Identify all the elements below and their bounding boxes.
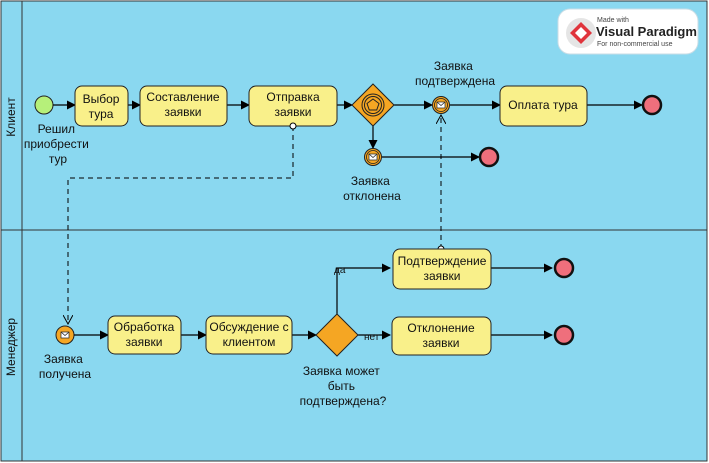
lane-label-manager: Менеджер bbox=[4, 318, 18, 377]
message-flow-request bbox=[68, 126, 293, 324]
lane-label-client: Клиент bbox=[4, 97, 18, 137]
svg-text:Visual Paradigm: Visual Paradigm bbox=[596, 24, 697, 39]
event-based-gateway bbox=[351, 83, 395, 127]
manager-end-event-rejected bbox=[553, 324, 575, 346]
flow-label-yes: да bbox=[334, 265, 346, 276]
event-rejected-icon bbox=[364, 148, 382, 166]
gateway-question-label: Заявка может быть подтверждена? bbox=[300, 364, 387, 408]
manager-start-event bbox=[55, 325, 75, 345]
client-end-event-paid bbox=[641, 94, 663, 116]
flow-label-no: нет bbox=[364, 332, 380, 343]
event-confirmed-label: Заявка подтверждена bbox=[415, 59, 495, 88]
event-confirmed-icon bbox=[432, 96, 450, 114]
svg-text:Оплата тура: Оплата тура bbox=[508, 98, 578, 112]
task-pay-tour: Оплата тура bbox=[499, 85, 588, 127]
svg-text:For non-commercial use: For non-commercial use bbox=[597, 41, 673, 48]
client-start-event bbox=[34, 95, 54, 115]
visual-paradigm-logo: Made with Visual Paradigm For non-commer… bbox=[557, 8, 699, 55]
exclusive-gateway bbox=[315, 313, 359, 357]
manager-start-label: Заявка получена bbox=[39, 352, 91, 381]
manager-end-event-confirmed bbox=[553, 257, 575, 279]
client-end-event-rejected bbox=[478, 146, 500, 168]
svg-text:Made with: Made with bbox=[597, 17, 629, 24]
event-rejected-label: Заявка отклонена bbox=[343, 174, 401, 203]
